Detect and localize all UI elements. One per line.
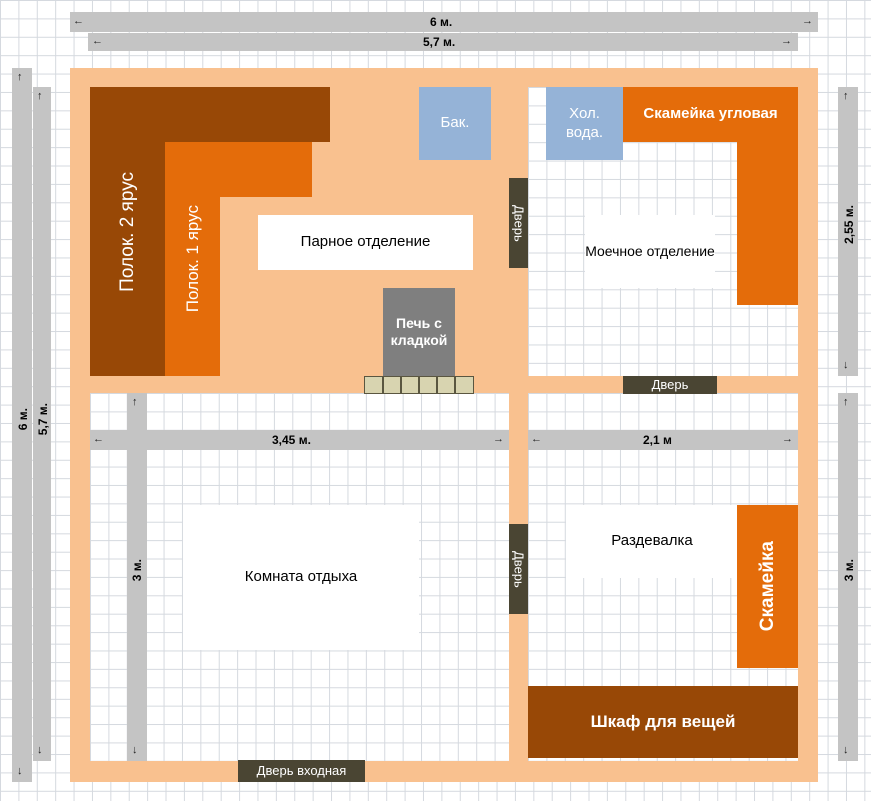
arrow-right-icon: → [493,433,504,445]
dimension-right-lower-label: 3 м. [842,559,856,582]
arrow-up-icon: ↑ [37,90,43,102]
rest-room-title: Комната отдыха [183,505,419,650]
door-washing-dressing-label: Дверь [651,376,689,392]
shelf-tier1: Полок. 1 ярус [165,142,220,376]
arrow-down-icon: ↓ [132,744,138,756]
steam-room-label: Парное отделение [300,233,431,251]
bench: Скамейка [737,505,798,668]
dimension-rest-height: ↑ 3 м. ↓ [127,393,147,761]
arrow-up-icon: ↑ [132,396,138,408]
arrow-down-icon: ↓ [843,744,849,756]
dimension-rest-width: ← 3,45 м. → [90,430,509,450]
arrow-down-icon: ↓ [17,765,23,777]
arrow-right-icon: → [782,433,793,445]
arrow-left-icon: ← [93,433,104,445]
arrow-right-icon: → [781,35,792,47]
wardrobe-label: Шкаф для вещей [590,712,736,732]
door-entrance-label: Дверь входная [256,762,347,778]
corner-bench-top: Скамейка угловая [623,87,798,142]
dimension-left-inner-label: 5,7 м. [36,403,50,436]
dimension-right-lower: ↑ 3 м. ↓ [838,393,858,761]
arrow-down-icon: ↓ [843,359,849,371]
arrow-left-icon: ← [92,35,103,47]
arrow-up-icon: ↑ [843,396,849,408]
arrow-left-icon: ← [73,15,84,27]
door-washing-dressing[interactable]: Дверь [623,376,717,394]
steam-room-title: Парное отделение [258,215,473,270]
dimension-rest-width-label: 3,45 м. [272,433,311,447]
arrow-up-icon: ↑ [17,71,23,83]
bench-label: Скамейка [756,541,778,632]
door-steam-washing[interactable]: Дверь [509,178,528,268]
door-rest-dressing[interactable]: Дверь [509,524,528,614]
dimension-right-upper: ↑ 2,55 м. ↓ [838,87,858,376]
dimension-left-outer: ↑ 6 м. ↓ [12,68,32,782]
stove-masonry-step [419,376,437,394]
tank-label: Бак. [440,114,470,132]
dimension-dressing-width-label: 2,1 м [643,433,672,447]
stove-label: Печь с кладкой [390,314,448,349]
dimension-top-inner: ← 5,7 м. → [88,33,798,51]
dimension-dressing-width: ← 2,1 м → [528,430,798,450]
stove: Печь с кладкой [383,288,455,376]
dimension-top-inner-label: 5,7 м. [423,35,456,49]
washing-room-label: Моечное отделение [585,242,715,259]
cold-water-label: Хол. вода. [565,104,604,141]
dimension-left-outer-label: 6 м. [16,408,30,431]
corner-bench-side [737,142,798,305]
dimension-right-upper-label: 2,55 м. [842,205,856,244]
stove-masonry-step [437,376,455,394]
tank: Бак. [419,87,491,160]
shelf-tier2-label: Полок. 2 ярус [116,171,138,292]
wardrobe: Шкаф для вещей [528,686,798,758]
dressing-room-title: Раздевалка [566,505,738,578]
shelf-tier2: Полок. 2 ярус [90,87,165,376]
door-rest-dressing-label: Дверь [511,550,527,588]
corner-bench-label: Скамейка угловая [643,105,778,123]
shelf-tier2-top [165,87,330,142]
door-entrance[interactable]: Дверь входная [238,760,365,782]
dimension-left-inner: ↑ 5,7 м. ↓ [33,87,51,761]
stove-masonry-step [383,376,401,394]
stove-masonry-step [401,376,419,394]
arrow-left-icon: ← [531,433,542,445]
dimension-top-outer-label: 6 м. [430,15,453,29]
dimension-rest-height-label: 3 м. [130,559,144,582]
shelf-tier1-top [220,142,312,197]
arrow-right-icon: → [802,15,813,27]
stove-masonry-step [455,376,474,394]
rest-room-label: Комната отдыха [244,568,358,586]
shelf-tier1-label: Полок. 1 ярус [182,205,202,313]
dimension-top-outer: ← 6 м. → [70,12,818,32]
stove-masonry-step [364,376,383,394]
door-steam-washing-label: Дверь [511,204,527,242]
washing-room-title: Моечное отделение [585,215,715,288]
arrow-down-icon: ↓ [37,744,43,756]
dressing-room-label: Раздевалка [611,532,693,550]
cold-water-tank: Хол. вода. [546,87,623,160]
arrow-up-icon: ↑ [843,90,849,102]
